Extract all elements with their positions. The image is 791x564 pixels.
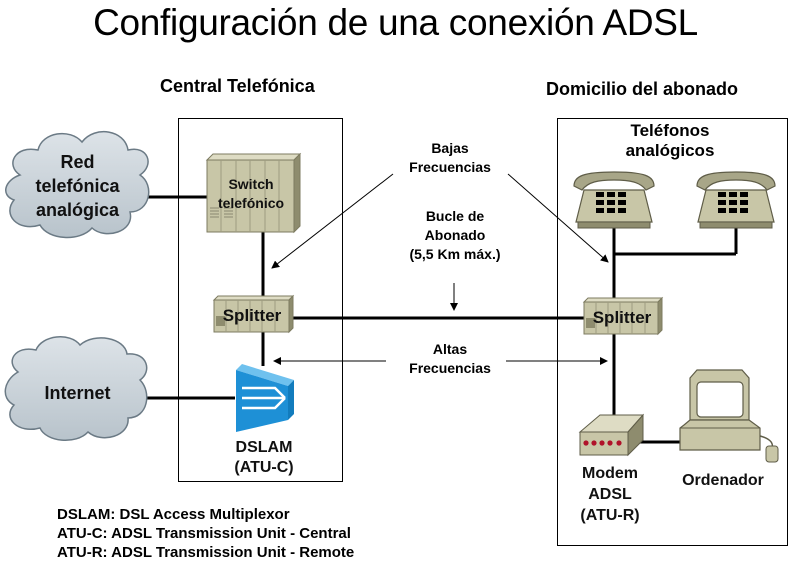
bajas-line-1: Bajas	[431, 140, 469, 156]
cloud-red-telefonica-label: Red telefónica analógica	[20, 150, 135, 222]
modem-line-3: (ATU-R)	[580, 507, 640, 524]
dslam-icon	[236, 364, 294, 432]
cloud-red-line-3: analógica	[35, 200, 120, 220]
dslam-label: DSLAM (ATU-C)	[214, 438, 314, 478]
telefonos-line-1: Teléfonos	[630, 121, 710, 140]
telephone-1-icon	[573, 171, 655, 229]
cloud-red-line-2: telefónica	[35, 176, 120, 196]
arrow-bajas-central	[271, 173, 394, 269]
modem-adsl-label: Modem ADSL (ATU-R)	[565, 463, 655, 526]
modem-adsl-icon	[578, 413, 645, 457]
page-title: Configuración de una conexión ADSL	[93, 2, 698, 43]
telephone-2-icon	[696, 171, 776, 229]
splitter-central-label: Splitter	[222, 306, 282, 325]
legend-dslam: DSLAM: DSL Access Multiplexor	[57, 506, 290, 523]
switch-telefonico-label: Switch telefónico	[207, 175, 295, 213]
central-telefonica-box	[178, 118, 343, 482]
domicilio-heading: Domicilio del abonado	[546, 79, 739, 99]
switch-label-line-1: Switch	[228, 176, 274, 192]
bajas-line-2: Frecuencias	[409, 159, 491, 175]
splitter-central-icon	[212, 294, 295, 334]
arrow-bajas-domicilio	[507, 173, 609, 263]
altas-frecuencias-label: Altas Frecuencias	[390, 340, 510, 378]
telefonos-line-2: analógicos	[625, 141, 715, 160]
legend-atu-c: ATU-C: ADSL Transmission Unit - Central	[57, 525, 351, 542]
bucle-line-3: (5,5 Km máx.)	[409, 246, 501, 262]
modem-line-1: Modem	[582, 465, 638, 482]
altas-line-2: Frecuencias	[409, 360, 491, 376]
cloud-internet-shape	[4, 336, 148, 441]
ordenador-icon	[679, 369, 779, 463]
splitter-domicilio-label: Splitter	[592, 308, 652, 327]
bucle-line-1: Bucle de	[425, 208, 485, 224]
legend-atu-r: ATU-R: ADSL Transmission Unit - Remote	[57, 544, 355, 561]
cloud-red-line-1: Red	[60, 152, 95, 172]
telefonos-analogicos-label: Teléfonos analógicos	[600, 121, 740, 161]
ordenador-label: Ordenador	[682, 472, 764, 489]
domicilio-box	[557, 118, 788, 546]
dslam-label-line-2: (ATU-C)	[234, 459, 294, 476]
switch-telefonico-icon	[205, 152, 302, 234]
bajas-frecuencias-label: Bajas Frecuencias	[390, 139, 510, 177]
dslam-label-line-1: DSLAM	[235, 439, 293, 456]
splitter-domicilio-icon	[582, 296, 664, 336]
bucle-line-2: Abonado	[424, 227, 486, 243]
legend: DSLAM: DSL Access Multiplexor ATU-C: ADS…	[57, 505, 354, 562]
central-telefonica-heading: Central Telefónica	[160, 76, 315, 96]
bucle-abonado-label: Bucle de Abonado (5,5 Km máx.)	[390, 207, 520, 264]
altas-line-1: Altas	[432, 341, 468, 357]
modem-line-2: ADSL	[588, 486, 632, 503]
cloud-red-telefonica-shape	[5, 131, 150, 239]
switch-label-line-2: telefónico	[217, 195, 285, 211]
cloud-internet-label: Internet	[44, 383, 111, 403]
